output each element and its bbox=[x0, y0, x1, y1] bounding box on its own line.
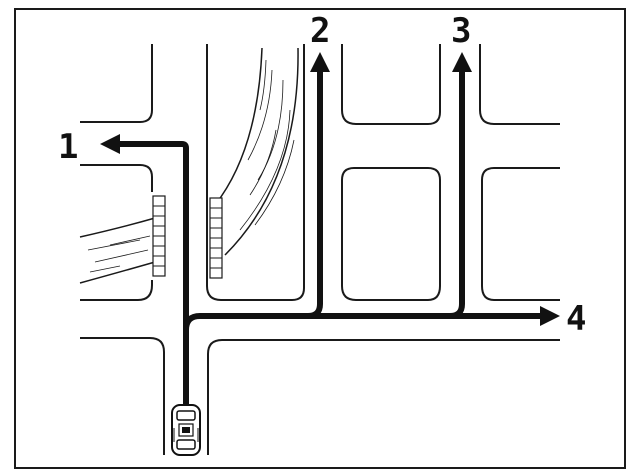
arrow-head-icon-4 bbox=[540, 306, 560, 326]
route-3-path bbox=[449, 70, 465, 319]
block-bottom-left bbox=[80, 337, 165, 455]
route-label-3: 3 bbox=[451, 11, 472, 51]
car-icon bbox=[171, 404, 201, 456]
arrow-head-icon-3 bbox=[452, 52, 472, 72]
block-top-left bbox=[80, 44, 153, 123]
route-label-1: 1 bbox=[58, 127, 79, 167]
block-bottom-right bbox=[207, 339, 560, 455]
city-blocks bbox=[80, 44, 560, 455]
left-overpass-road bbox=[79, 217, 156, 284]
pillar-stripes bbox=[153, 205, 222, 269]
block-center-mid bbox=[341, 167, 441, 301]
route-label-4: 4 bbox=[566, 299, 587, 339]
arrow-head-icon-2 bbox=[310, 52, 330, 72]
block-center-left bbox=[206, 44, 305, 301]
block-mid-left-bottom bbox=[80, 280, 153, 301]
arrow-heads bbox=[100, 52, 560, 326]
route-4-path bbox=[183, 313, 545, 331]
route-paths bbox=[116, 70, 545, 410]
overpass-road bbox=[214, 47, 299, 256]
route-label-2: 2 bbox=[310, 11, 331, 51]
route-1-path bbox=[116, 141, 189, 410]
route-2-path bbox=[307, 70, 323, 319]
block-right-top bbox=[479, 44, 560, 125]
arrow-head-icon-1 bbox=[100, 134, 120, 154]
diagram-frame bbox=[14, 8, 626, 469]
block-mid-left-top bbox=[80, 164, 153, 192]
block-center-top bbox=[341, 44, 441, 125]
block-right-mid bbox=[481, 167, 560, 301]
